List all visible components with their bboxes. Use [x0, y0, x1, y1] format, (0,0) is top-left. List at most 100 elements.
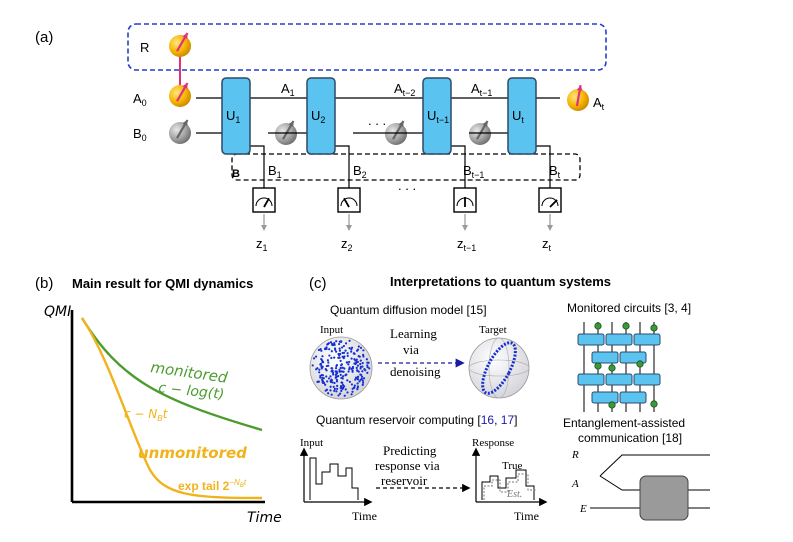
- b-wire-label: B2: [353, 163, 367, 180]
- measurement-meter: z2: [337, 187, 361, 253]
- brick-gate: [591, 391, 619, 404]
- panel-a-label: (a): [35, 29, 53, 46]
- measurement-meter: zt: [538, 187, 562, 253]
- a1-label: A1: [281, 81, 295, 98]
- brick-gate: [619, 391, 647, 404]
- unitary-label: Ut: [512, 108, 524, 125]
- measurement-meter: zt−1: [453, 187, 477, 253]
- unmonitored-curve: [81, 317, 263, 500]
- measurement-devices: z1 z2 zt−1 zt: [252, 187, 562, 253]
- panel-c-label: (c): [309, 275, 327, 292]
- est-label: Est.: [506, 489, 522, 500]
- reference-spin: [169, 32, 191, 57]
- panel-b-title: Main result for QMI dynamics: [72, 276, 253, 291]
- a-t1-label: At−1: [471, 81, 492, 98]
- b-system-box-label: B: [232, 168, 240, 180]
- at-spin: [567, 85, 589, 111]
- true-response: [481, 469, 535, 500]
- reservoir-arrow-text-1: Predicting: [383, 443, 437, 458]
- brick-gate: [633, 373, 661, 386]
- a0-label: A0: [133, 91, 147, 108]
- outcome-label: z1: [256, 236, 268, 253]
- entanglement-title-2: communication [18]: [578, 431, 682, 445]
- estimated-response: [483, 473, 536, 500]
- monitored-circuits-title: Monitored circuits [3, 4]: [567, 301, 691, 315]
- b-system-box: [231, 153, 581, 181]
- reference-box: [127, 23, 607, 71]
- monitored-formula: c − log(t): [158, 380, 225, 403]
- brick-gate: [605, 333, 633, 346]
- b-wire-label: Bt−1: [463, 163, 484, 180]
- unitary-gate: U2: [306, 77, 336, 155]
- input-signal: [309, 457, 359, 500]
- x-axis-label: Time: [247, 510, 282, 526]
- true-label: True: [502, 460, 522, 472]
- brick-gate: [591, 351, 619, 364]
- ancilla-spin: [275, 120, 297, 145]
- panel-b-label: (b): [35, 275, 53, 292]
- reservoir-time-label-1: Time: [352, 509, 377, 523]
- reference-label: R: [140, 40, 149, 55]
- b-output-wire: [536, 145, 551, 188]
- diffusion-title: Quantum diffusion model [15]: [330, 303, 487, 317]
- unitary-gate: Ut: [507, 77, 537, 155]
- diffusion-arrow-text-1: Learning: [390, 326, 437, 341]
- linear-formula: c − NBt: [124, 407, 169, 423]
- reservoir-input-label: Input: [300, 437, 323, 449]
- diffusion-input-label: Input: [320, 324, 343, 336]
- measurement-dot: [594, 362, 602, 370]
- unitary-label: U1: [226, 108, 240, 125]
- b-output-wire: [250, 145, 265, 188]
- b-wire-label: B1: [268, 163, 282, 180]
- outcome-label: zt−1: [457, 236, 476, 253]
- measurement-dot: [650, 400, 658, 408]
- monitored-circuit-brickwork: [577, 322, 661, 412]
- target-bloch-sphere: [468, 337, 530, 399]
- brick-gate: [633, 333, 661, 346]
- unitary-label: Ut−1: [427, 108, 449, 125]
- b0-spin: [169, 119, 191, 144]
- panel-c: (c) Interpretations to quantum systems Q…: [299, 274, 710, 523]
- spins: [169, 32, 589, 145]
- measurement-dot: [608, 364, 616, 372]
- y-axis-label: QMI: [44, 304, 71, 320]
- ellipsis-bottom: . . .: [398, 178, 416, 193]
- input-bloch-sphere: [309, 336, 373, 400]
- diffusion-arrow-text-2: via: [403, 342, 419, 357]
- ancilla-spin: [469, 120, 491, 145]
- brick-gate: [619, 351, 647, 364]
- ancilla-spin: [385, 120, 407, 145]
- e-label: E: [579, 503, 587, 515]
- at-label: At: [593, 95, 605, 112]
- unitary-gate: U1: [221, 77, 251, 155]
- brick-gate: [605, 373, 633, 386]
- brick-gate: [577, 333, 605, 346]
- panel-b: (b) Main result for QMI dynamics QMI Tim…: [35, 275, 282, 526]
- monitored-curve: [80, 317, 263, 432]
- b-output-wire: [335, 145, 350, 188]
- a0-spin: [169, 82, 191, 107]
- ellipsis-middle: . . .: [368, 113, 386, 128]
- brick-gate: [577, 373, 605, 386]
- measurement-dot: [594, 322, 602, 330]
- measurement-dot: [622, 322, 630, 330]
- diffusion-target-label: Target: [479, 324, 507, 336]
- outcome-label: zt: [542, 236, 552, 253]
- channel-box: [639, 475, 689, 521]
- measurement-meter: z1: [252, 187, 276, 253]
- panel-c-title: Interpretations to quantum systems: [390, 274, 611, 289]
- b-output-wire: [451, 145, 466, 188]
- r-label: R: [571, 449, 579, 461]
- reservoir-title: Quantum reservoir computing [16, 17]: [316, 413, 517, 427]
- measurement-dot: [650, 324, 658, 332]
- r-wire: [599, 454, 710, 477]
- a-t2-label: At−2: [394, 81, 415, 98]
- a-label: A: [571, 478, 579, 490]
- entanglement-title-1: Entanglement-assisted: [563, 416, 685, 430]
- unmonitored-label: unmonitored: [138, 444, 247, 462]
- measurement-dot: [636, 360, 644, 368]
- unitary-gate: Ut−1: [422, 77, 452, 155]
